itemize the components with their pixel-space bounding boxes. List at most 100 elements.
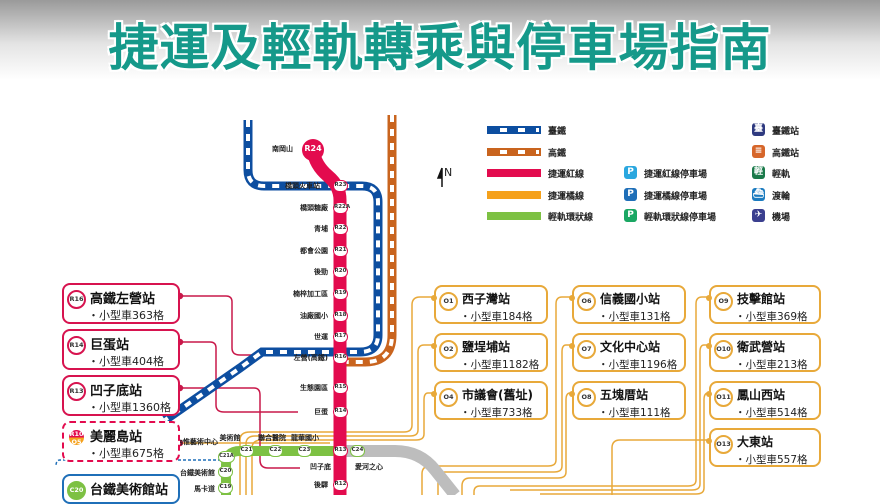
connector-dot (431, 295, 437, 301)
parking-capacity: ・小型車675格 (88, 447, 164, 460)
ferry-icon: ⛴ (752, 188, 765, 201)
lrt-code-c23: C23 (297, 445, 312, 457)
legend-swatch-4 (487, 212, 541, 220)
parking-capacity: ・小型車213格 (735, 359, 808, 371)
legend-icon-label: 渡輪 (772, 192, 791, 202)
legend-line-label: 捷運橘線 (548, 192, 585, 202)
train-station-icon: 臺 (752, 123, 765, 136)
station-name: 市議會(舊址) (462, 388, 533, 402)
lrt-label-c21a: 內惟藝術中心 (176, 438, 218, 446)
station-code-badge: O9 (714, 292, 733, 311)
parking-capacity: ・小型車111格 (598, 407, 671, 419)
station-label-r18[interactable]: 油廠國小 (300, 312, 328, 320)
station-label-r22[interactable]: 青埔 (314, 225, 328, 233)
station-code-badge: R13 (67, 382, 86, 401)
station-code-badge: R14 (67, 336, 86, 355)
station-name: 信義國小站 (600, 292, 661, 306)
station-code-r19: R19 (333, 288, 348, 300)
station-label-r20[interactable]: 後勁 (314, 268, 328, 276)
parking-box-c20[interactable]: C20 台鐵美術館站 (62, 474, 180, 504)
connector-dot (569, 343, 575, 349)
connector-dot (706, 295, 712, 301)
station-name: 台鐵美術館站 (90, 483, 169, 498)
connector-dot (706, 438, 712, 444)
lrt-code-c21: C21 (239, 445, 254, 457)
parking-icon: P (624, 188, 637, 201)
station-code-r21: R21 (333, 245, 348, 257)
code2: O5 (71, 438, 82, 446)
legend-parking-label: 捷運紅線停車場 (644, 170, 708, 180)
parking-capacity: ・小型車404格 (88, 355, 164, 368)
station-code-badge: O7 (577, 340, 596, 359)
legend-icon-label: 輕軌 (772, 170, 791, 180)
parking-box-o7[interactable]: O7 文化中心站・小型車1196格 (572, 333, 686, 372)
station-label-r12[interactable]: 後驛 (314, 481, 328, 489)
parking-capacity: ・小型車1196格 (598, 359, 678, 371)
light-rail-icon: 輕 (752, 166, 765, 179)
lrt-label-c22: 聯合醫院 (258, 434, 286, 442)
parking-icon: P (624, 209, 637, 222)
station-code-r12: R12 (333, 479, 348, 491)
legend-swatch-1 (487, 148, 541, 156)
station-name: 文化中心站 (600, 340, 661, 354)
station-code-r22: R22 (333, 223, 348, 235)
station-code-r13: R13 (333, 445, 348, 457)
parking-box-r14[interactable]: R14 巨蛋站・小型車404格 (62, 329, 180, 370)
station-label-r14[interactable]: 巨蛋 (314, 408, 328, 416)
legend-line-label: 捷運紅線 (548, 170, 585, 180)
station-label-r17[interactable]: 世運 (314, 333, 328, 341)
station-label-r21[interactable]: 都會公園 (300, 247, 328, 255)
station-name: 高鐵左營站 (90, 292, 156, 307)
station-code-r14: R14 (333, 406, 348, 418)
station-name: 巨蛋站 (90, 338, 130, 353)
airport-icon: ✈ (752, 209, 765, 222)
station-code-r16: R16 (333, 352, 348, 364)
station-name: 鳳山西站 (737, 388, 786, 402)
legend-parking-label: 輕軌環狀線停車場 (644, 213, 717, 223)
code: R10 (69, 430, 84, 438)
station-label-r19[interactable]: 楠梓加工區 (293, 290, 328, 298)
legend-icon-label: 機場 (772, 213, 791, 223)
parking-capacity: ・小型車514格 (735, 407, 808, 419)
station-name: 五塊厝站 (600, 388, 649, 402)
station-label-r22a[interactable]: 橋頭糖廠 (300, 204, 328, 212)
station-name: 美麗島站 (90, 430, 143, 445)
connector-dot (431, 343, 437, 349)
station-code-r22a: R22A (333, 202, 350, 214)
code: R14 (69, 341, 84, 349)
lrt-code-c24: C24 (350, 445, 365, 457)
legend-swatch-0 (487, 126, 541, 134)
legend-line-label: 臺鐵 (548, 127, 567, 137)
station-label-r13[interactable]: 凹子底 (310, 463, 331, 471)
connector-dot (706, 343, 712, 349)
legend-icon-label: 臺鐵站 (772, 127, 800, 137)
parking-capacity: ・小型車1182格 (460, 359, 540, 371)
station-code-r24: R24 (304, 144, 322, 153)
station-label-r23[interactable]: 橋頭火車站 (285, 182, 320, 190)
lrt-label-c19: 馬卡道 (194, 485, 215, 493)
lrt-label-c23: 龍華國小 (291, 434, 319, 442)
station-code-badge: O13 (714, 435, 733, 454)
station-name: 西子灣站 (462, 292, 511, 306)
station-label-r15[interactable]: 生態園區 (300, 384, 328, 392)
legend-line-label: 輕軌環狀線 (548, 213, 594, 223)
station-name: 鹽埕埔站 (462, 340, 511, 354)
station-code-badge: C20 (67, 481, 86, 500)
parking-capacity: ・小型車369格 (735, 311, 808, 323)
station-code-badge: O1 (439, 292, 458, 311)
hsr-station-icon: ≡ (752, 145, 765, 158)
station-label-r16[interactable]: 左營(高鐵) (293, 354, 328, 362)
